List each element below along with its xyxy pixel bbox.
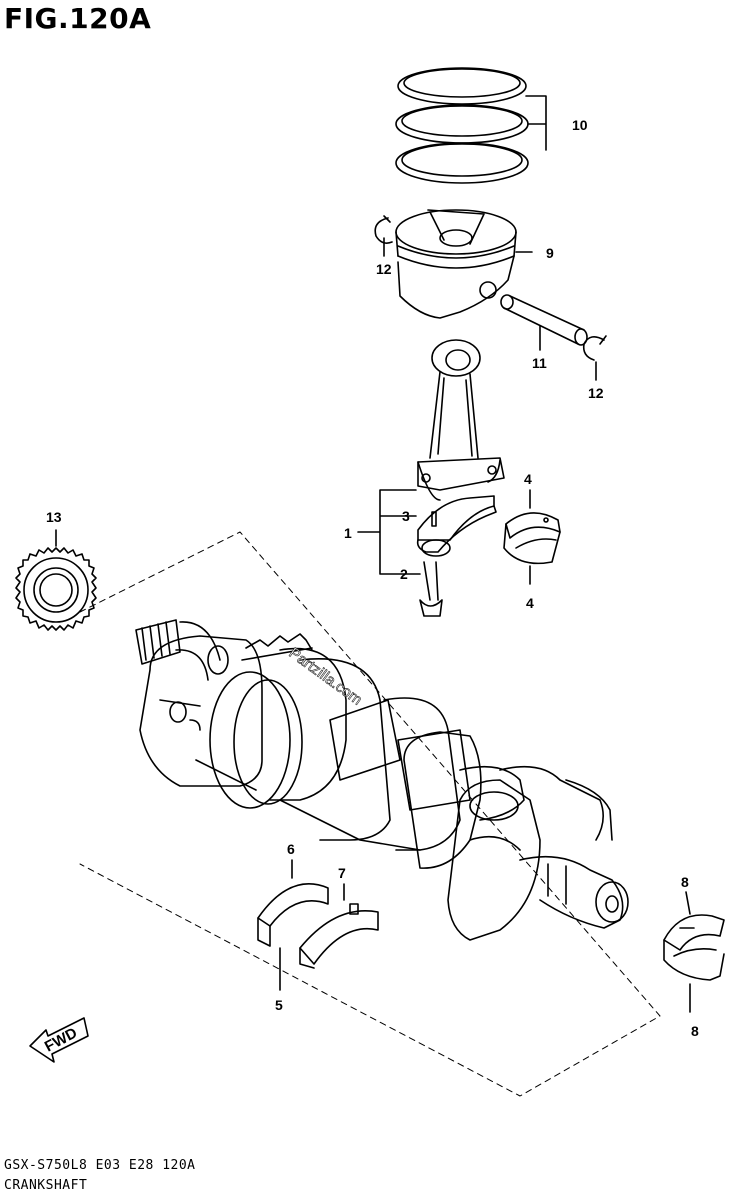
callout-1: 1	[344, 525, 352, 541]
crankshaft	[135, 619, 629, 941]
callout-6: 6	[287, 841, 295, 857]
piston-pin-clips	[374, 215, 607, 381]
figure-title: FIG.120A	[4, 2, 152, 35]
piston	[395, 209, 533, 319]
section-name: CRANKSHAFT	[4, 1178, 88, 1193]
piston-rings	[395, 67, 547, 184]
watermark: Partzilla.com	[286, 644, 365, 708]
piston-pin	[500, 294, 588, 351]
callout-7: 7	[338, 865, 346, 881]
callout-9: 9	[546, 245, 554, 261]
callout-labels: 10 9 12 11 12 1 3 2 4 4 13 6 7 5 8 8	[46, 117, 699, 1039]
callout-4-lower: 4	[526, 595, 534, 611]
rod-cap	[357, 489, 497, 617]
callout-3: 3	[402, 508, 410, 524]
callout-8-upper: 8	[681, 874, 689, 890]
callout-8-lower: 8	[691, 1023, 699, 1039]
callout-13: 13	[46, 509, 62, 525]
callout-10: 10	[572, 117, 588, 133]
callout-12-upper: 12	[376, 261, 392, 277]
thrust-bearings	[663, 891, 725, 1013]
callout-12-lower: 12	[588, 385, 604, 401]
callout-5: 5	[275, 997, 283, 1013]
crank-gear	[15, 529, 97, 631]
forward-arrow	[29, 1017, 89, 1063]
crankshaft-group-frame	[79, 531, 661, 1097]
model-code: GSX-S750L8 E03 E28 120A	[4, 1158, 196, 1173]
main-bearings	[257, 859, 379, 991]
connecting-rod	[417, 339, 505, 501]
callout-4-upper: 4	[524, 471, 532, 487]
conrod-bearings	[503, 489, 561, 585]
callout-2: 2	[400, 566, 408, 582]
callout-11: 11	[532, 355, 547, 371]
